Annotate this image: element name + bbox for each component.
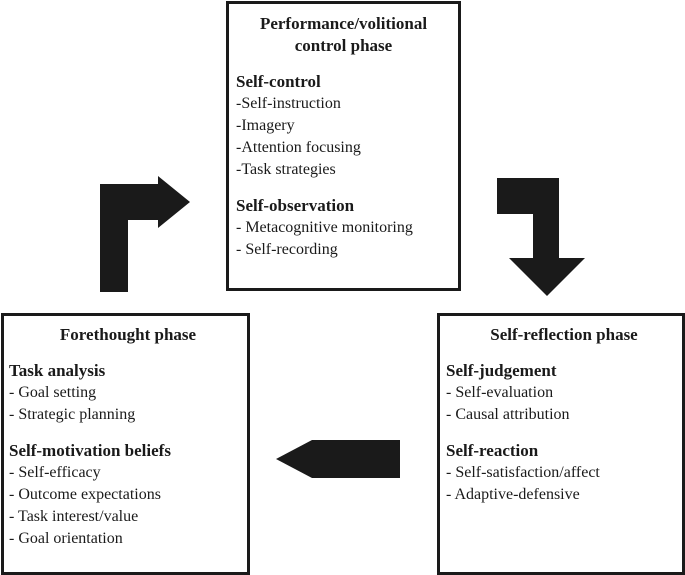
- list-item: -Self-instruction: [236, 95, 341, 112]
- list-item: - Self-efficacy: [9, 464, 101, 481]
- forethought-phase-box: Forethought phase Task analysis - Goal s…: [1, 313, 250, 575]
- list-item: -Task strategies: [236, 161, 336, 178]
- up-right-arrow-icon: [100, 176, 190, 292]
- task-analysis-heading: Task analysis: [9, 361, 106, 380]
- list-item: -Attention focusing: [236, 139, 361, 156]
- forethought-phase-title: Forethought phase: [59, 325, 197, 344]
- performance-phase-title: Performance/volitional control phase: [236, 13, 458, 57]
- list-item: - Self-satisfaction/affect: [446, 464, 600, 481]
- list-item: - Self-evaluation: [446, 384, 554, 401]
- list-item: - Adaptive-defensive: [446, 486, 580, 503]
- self-motivation-beliefs-heading: Self-motivation beliefs: [9, 441, 171, 460]
- list-item: - Goal orientation: [9, 530, 123, 547]
- self-control-heading: Self-control: [236, 72, 321, 91]
- list-item: - Outcome expectations: [9, 486, 161, 503]
- performance-phase-title-line2: control phase: [294, 36, 393, 55]
- self-observation-heading: Self-observation: [236, 196, 355, 215]
- list-item: - Strategic planning: [9, 406, 136, 423]
- performance-phase-title-line1: Performance/volitional: [259, 14, 428, 33]
- performance-phase-box: Performance/volitional control phase Sel…: [226, 1, 461, 291]
- self-reflection-phase-title: Self-reflection phase: [490, 325, 638, 344]
- list-item: - Task interest/value: [9, 508, 139, 525]
- list-item: -Imagery: [236, 117, 295, 134]
- list-item: - Self-recording: [236, 241, 338, 258]
- self-judgement-heading: Self-judgement: [446, 361, 557, 380]
- left-arrow-icon: [276, 440, 400, 478]
- right-down-arrow-icon: [497, 178, 585, 296]
- list-item: - Causal attribution: [446, 406, 570, 423]
- self-reflection-phase-box: Self-reflection phase Self-judgement - S…: [437, 313, 685, 575]
- list-item: - Metacognitive monitoring: [236, 219, 413, 236]
- list-item: - Goal setting: [9, 384, 97, 401]
- self-reaction-heading: Self-reaction: [446, 441, 539, 460]
